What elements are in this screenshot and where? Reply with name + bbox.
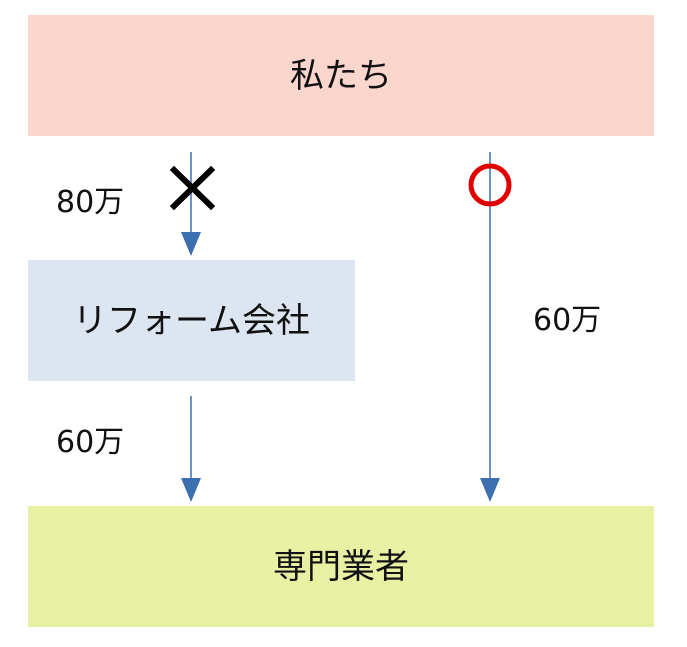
amount-us-to-company: 80万 [56,185,125,220]
arrow-head [181,232,201,256]
arrow-head [480,478,500,502]
arrow-company-to-specialist [181,396,201,502]
amount-us-to-specialist: 60万 [533,303,602,338]
box-reform-company: リフォーム会社 [28,260,355,381]
box-us-label: 私たち [290,55,392,96]
box-specialist: 専門業者 [28,506,654,627]
arrow-head [181,478,201,502]
box-reform-company-label: リフォーム会社 [73,300,310,341]
arrow-us-to-company [181,152,201,256]
arrow-us-to-specialist [480,152,500,502]
cross-mark [169,165,216,211]
box-specialist-label: 専門業者 [273,546,409,587]
circle-mark [468,163,512,207]
amount-company-to-specialist: 60万 [56,425,125,460]
box-us: 私たち [28,15,654,136]
